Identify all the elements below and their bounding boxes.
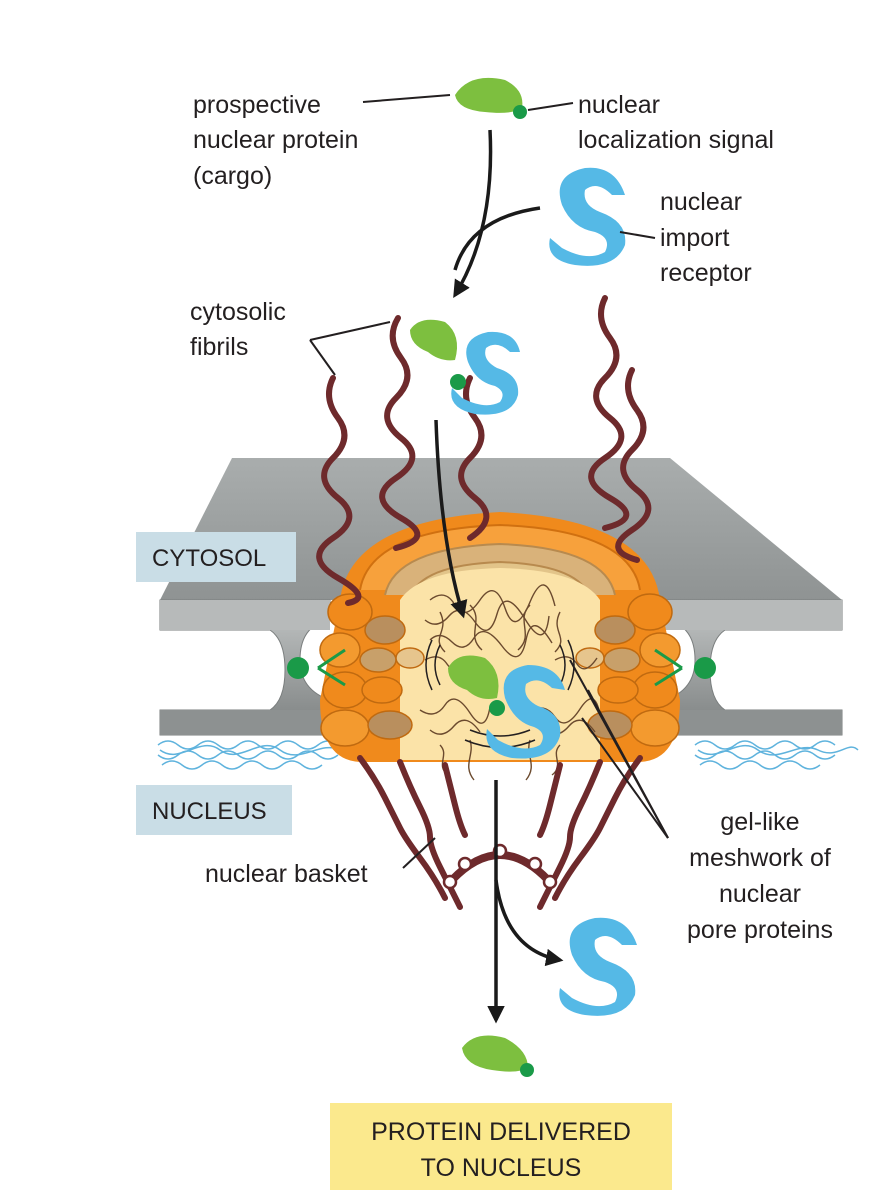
cargo-label-line-3: (cargo) [193, 162, 272, 190]
cargo-protein-delivered [462, 1035, 534, 1077]
membrane-anchor-right [654, 648, 716, 687]
nuclear-basket-label: nuclear basket [205, 860, 368, 888]
import-receptor-free [549, 167, 626, 266]
receptor-label: nuclear import receptor [660, 188, 752, 287]
nucleus-label: NUCLEUS [152, 798, 267, 825]
cargo-label: prospective nuclear protein (cargo) [193, 91, 358, 190]
meshwork-label: gel-like meshwork of nuclear pore protei… [687, 808, 833, 944]
nucleus-label-box [136, 785, 292, 835]
label-pointers [309, 94, 669, 869]
cytosolic-fibrils [316, 295, 652, 606]
meshwork-label-line-3: nuclear [719, 880, 801, 908]
cargo-receptor-complex-top [410, 319, 520, 415]
final-label: PROTEIN DELIVERED TO NUCLEUS [371, 1118, 631, 1182]
membrane-anchor-left [287, 648, 346, 687]
receptor-label-line-1: nuclear [660, 188, 742, 216]
fibrils-label-line-1: cytosolic [190, 298, 286, 326]
cargo-label-line-1: prospective [193, 91, 321, 119]
meshwork-label-line-4: pore proteins [687, 916, 833, 944]
fibrils-label: cytosolic fibrils [190, 298, 286, 361]
nls-label-line-2: localization signal [578, 126, 774, 154]
import-path-arrows [434, 129, 564, 1024]
final-label-box [330, 1103, 672, 1190]
cytosol-label: CYTOSOL [152, 545, 266, 572]
cargo-receptor-complex-pore [448, 655, 565, 759]
meshwork-label-line-2: meshwork of [689, 844, 831, 872]
receptor-label-line-2: import [660, 224, 730, 252]
meshwork-label-line-1: gel-like [720, 808, 799, 836]
cytosol-label-box [136, 532, 296, 582]
chromatin [157, 740, 859, 770]
import-receptor-released [559, 917, 637, 1016]
final-label-line-1: PROTEIN DELIVERED [371, 1118, 631, 1146]
final-label-line-2: TO NUCLEUS [421, 1154, 582, 1182]
nls-label: nuclear localization signal [578, 91, 774, 154]
nls-label-line-1: nuclear [578, 91, 660, 119]
fibrils-label-line-2: fibrils [190, 333, 248, 361]
nuclear-basket [357, 755, 643, 910]
nuclear-pore-complex [287, 512, 716, 781]
receptor-label-line-3: receptor [660, 259, 752, 287]
cargo-label-line-2: nuclear protein [193, 126, 358, 154]
cargo-protein-top [455, 77, 527, 119]
